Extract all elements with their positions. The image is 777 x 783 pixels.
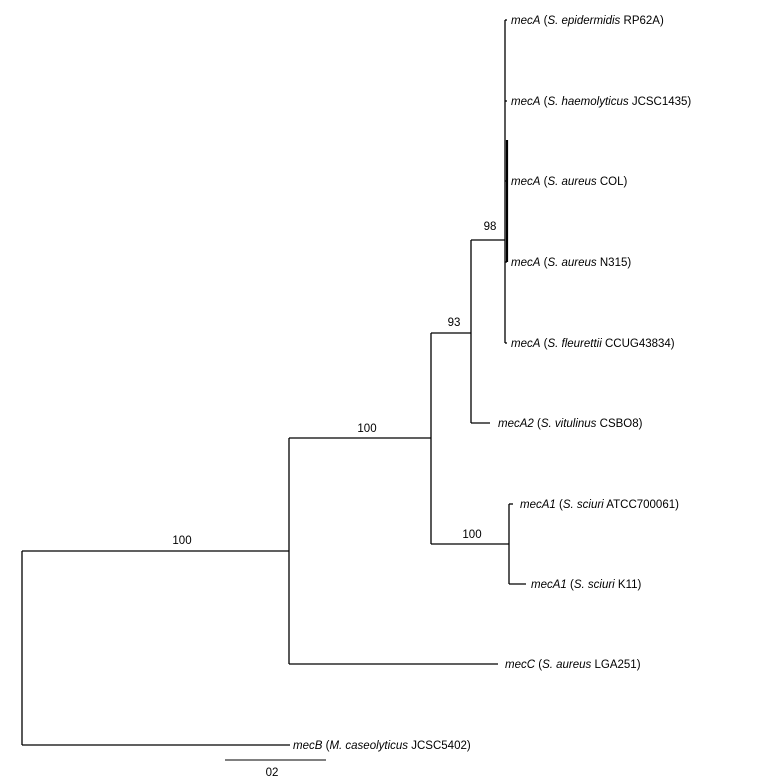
scale-bar: 02 <box>225 759 326 779</box>
taxon-label: mecA2 (S. vitulinus CSBO8) <box>498 418 643 430</box>
taxon-name-italic: mecA1 <box>531 579 567 591</box>
taxon-name-text: K11) <box>615 579 642 591</box>
taxon-name-italic: S. aureus <box>547 257 596 269</box>
taxon-name-italic: S. sciuri <box>563 499 604 511</box>
taxon-name-text: ( <box>567 579 574 591</box>
taxon-name-text: JCSC5402) <box>408 740 471 752</box>
taxon-name-text: ATCC700061) <box>604 499 679 511</box>
taxon-name-italic: mecC <box>505 659 536 671</box>
taxon-name-text: ( <box>540 96 547 108</box>
taxon-name-text: ( <box>322 740 329 752</box>
taxon-name-text: CSBO8) <box>596 418 642 430</box>
taxon-name-italic: mecA <box>511 96 541 108</box>
taxon-name-italic: mecB <box>293 740 323 752</box>
bootstrap-clade-b: 93 <box>448 317 461 329</box>
taxon-name-text: CCUG43834) <box>602 338 675 350</box>
taxon-label: mecA (S. haemolyticus JCSC1435) <box>511 96 691 108</box>
taxon-label: mecC (S. aureus LGA251) <box>505 659 641 671</box>
taxon-label: mecA (S. epidermidis RP62A) <box>511 15 664 27</box>
taxon-name-text: RP62A) <box>620 15 664 27</box>
taxon-label: mecB (M. caseolyticus JCSC5402) <box>293 740 471 752</box>
taxon-name-text: LGA251) <box>591 659 640 671</box>
taxon-labels: mecA (S. epidermidis RP62A) mecA (S. hae… <box>293 15 691 752</box>
scale-bar-label: 02 <box>266 767 279 779</box>
taxon-name-text: ( <box>534 418 541 430</box>
taxon-name-text: ( <box>540 176 547 188</box>
taxon-name-text: ( <box>540 257 547 269</box>
taxon-name-italic: S. aureus <box>542 659 591 671</box>
taxon-name-italic: mecA <box>511 15 541 27</box>
taxon-label: mecA (S. aureus COL) <box>511 176 628 188</box>
taxon-label: mecA (S. fleurettii CCUG43834) <box>511 338 675 350</box>
taxon-label: mecA1 (S. sciuri ATCC700061) <box>520 499 679 511</box>
taxon-name-text: ( <box>540 338 547 350</box>
bootstrap-sciuri: 100 <box>462 529 481 541</box>
taxon-name-text: JCSC1435) <box>629 96 692 108</box>
taxon-name-italic: mecA <box>511 257 541 269</box>
taxon-name-text: ( <box>556 499 563 511</box>
taxon-name-text: COL) <box>597 176 628 188</box>
taxon-name-italic: S. vitulinus <box>541 418 597 430</box>
taxon-name-italic: mecA2 <box>498 418 534 430</box>
taxon-name-italic: mecA <box>511 176 541 188</box>
taxon-label: mecA (S. aureus N315) <box>511 257 631 269</box>
bootstrap-clade-a: 100 <box>357 423 376 435</box>
taxon-name-text: N315) <box>597 257 632 269</box>
taxon-name-italic: M. caseolyticus <box>329 740 408 752</box>
bootstrap-clade-c: 98 <box>484 221 497 233</box>
taxon-name-italic: S. haemolyticus <box>547 96 628 108</box>
bootstrap-root: 100 <box>172 535 191 547</box>
bootstrap-values: 100 100 93 98 100 <box>172 221 496 547</box>
taxon-label: mecA1 (S. sciuri K11) <box>531 579 642 591</box>
taxon-name-italic: S. sciuri <box>574 579 615 591</box>
taxon-name-italic: S. epidermidis <box>547 15 620 27</box>
tree-branches <box>21 19 526 746</box>
taxon-name-text: ( <box>540 15 547 27</box>
taxon-name-italic: S. aureus <box>547 176 596 188</box>
taxon-name-italic: mecA <box>511 338 541 350</box>
taxon-name-text: ( <box>535 659 542 671</box>
taxon-name-italic: mecA1 <box>520 499 556 511</box>
taxon-name-italic: S. fleurettii <box>547 338 602 350</box>
